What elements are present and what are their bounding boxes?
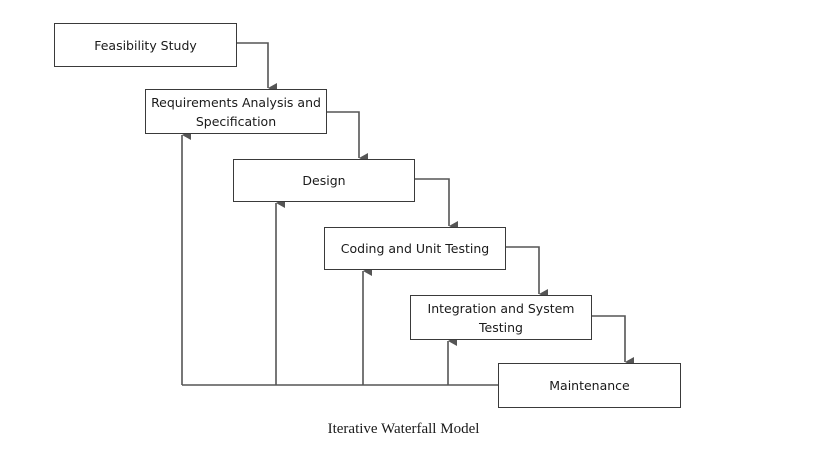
phase-label-feasibility-study: Feasibility Study — [94, 37, 197, 53]
arrow-coding-to-integration — [506, 246, 548, 299]
phase-label-requirements-analysis: Requirements Analysis and Specification — [151, 94, 321, 129]
phase-label-maintenance: Maintenance — [549, 378, 630, 393]
phase-label-integration-system-testing: Integration and System Testing — [427, 300, 575, 335]
diagram-caption-text: Iterative Waterfall Model — [327, 421, 480, 437]
phase-box-maintenance: Maintenance — [498, 363, 681, 408]
arrow-integration-to-maintenance — [592, 315, 634, 367]
phase-label-coding-unit-testing: Coding and Unit Testing — [340, 241, 490, 256]
phase-label-design: Design — [302, 173, 346, 188]
phase-box-coding-unit-testing: Coding and Unit Testing — [324, 227, 506, 270]
phase-box-feasibility-study: Feasibility Study — [54, 23, 237, 67]
diagram-caption: Iterative Waterfall Model — [0, 421, 819, 438]
arrow-feasibility-to-requirements — [237, 42, 277, 93]
arrow-requirements-to-design — [327, 111, 368, 163]
arrow-design-to-coding — [415, 178, 458, 231]
phase-box-integration-system-testing: Integration and System Testing — [410, 295, 592, 340]
phase-box-requirements-analysis: Requirements Analysis and Specification — [145, 89, 327, 134]
phase-box-design: Design — [233, 159, 415, 202]
